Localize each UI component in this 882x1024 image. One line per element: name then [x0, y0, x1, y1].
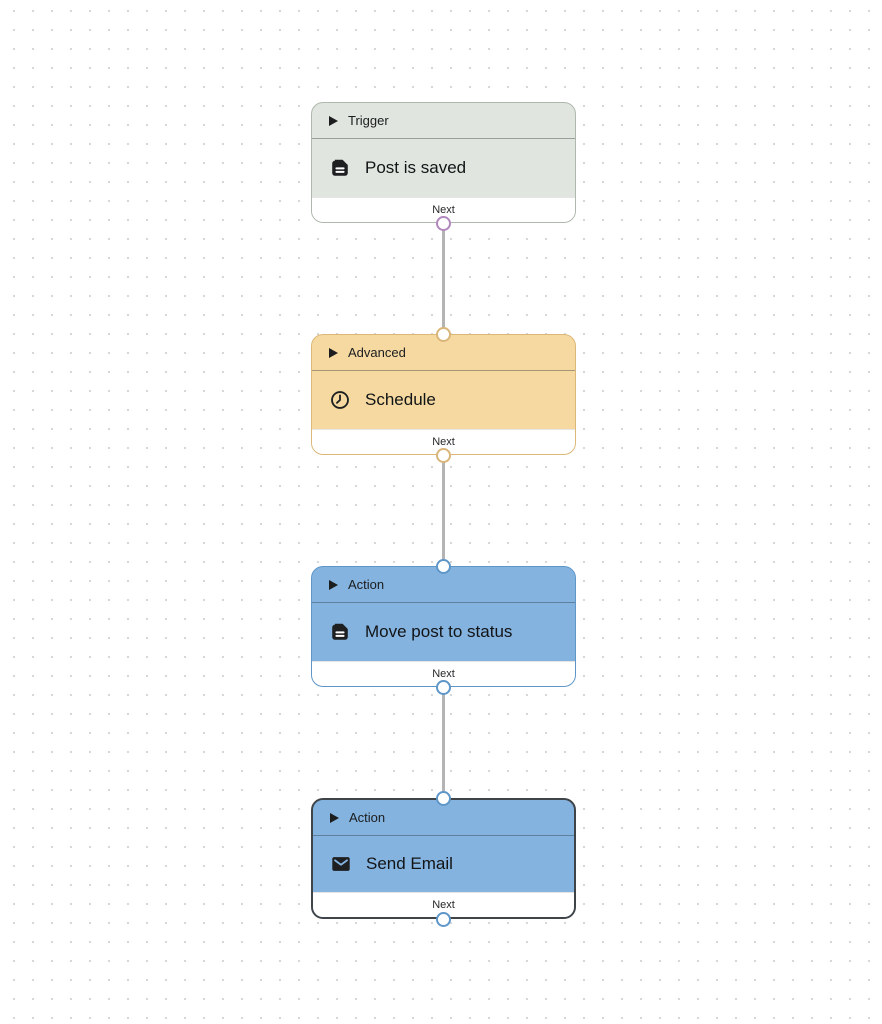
node-action-send-email[interactable]: Action Send Email Next [311, 798, 576, 919]
node-trigger-post-is-saved[interactable]: Trigger Post is saved Next [311, 102, 576, 223]
collapse-triangle-icon[interactable] [329, 115, 338, 126]
node-body[interactable]: Send Email [313, 836, 574, 892]
node-body[interactable]: Post is saved [312, 139, 575, 197]
next-port-label: Next [312, 661, 575, 686]
node-title: Move post to status [365, 622, 513, 641]
document-icon [329, 621, 351, 643]
node-header[interactable]: Advanced [312, 335, 575, 371]
port-action2-out[interactable] [436, 911, 451, 927]
node-title: Schedule [365, 390, 436, 409]
node-body[interactable]: Move post to status [312, 603, 575, 661]
connector-line[interactable] [442, 223, 445, 334]
node-category-label: Action [349, 810, 386, 825]
envelope-icon [330, 853, 352, 875]
node-category-label: Advanced [348, 345, 406, 360]
connector-line[interactable] [442, 455, 445, 566]
document-icon [329, 157, 351, 179]
node-category-label: Action [348, 577, 385, 592]
clock-icon [329, 389, 351, 411]
collapse-triangle-icon[interactable] [329, 347, 338, 358]
node-advanced-schedule[interactable]: Advanced Schedule Next [311, 334, 576, 455]
port-trigger-out[interactable] [436, 215, 451, 231]
node-action-move-post-to-status[interactable]: Action Move post to status Next [311, 566, 576, 687]
node-header[interactable]: Trigger [312, 103, 575, 139]
port-advanced-out[interactable] [436, 447, 451, 463]
node-category-label: Trigger [348, 113, 389, 128]
node-title: Post is saved [365, 158, 467, 177]
node-body[interactable]: Schedule [312, 371, 575, 429]
node-title: Send Email [366, 854, 453, 873]
port-action1-out[interactable] [436, 679, 451, 695]
port-advanced-in[interactable] [436, 326, 451, 342]
collapse-triangle-icon[interactable] [329, 579, 338, 590]
collapse-triangle-icon[interactable] [330, 812, 339, 823]
node-header[interactable]: Action [312, 567, 575, 603]
port-action2-in[interactable] [436, 790, 451, 806]
node-header[interactable]: Action [313, 800, 574, 836]
connector-line[interactable] [442, 687, 445, 798]
port-action1-in[interactable] [436, 558, 451, 574]
